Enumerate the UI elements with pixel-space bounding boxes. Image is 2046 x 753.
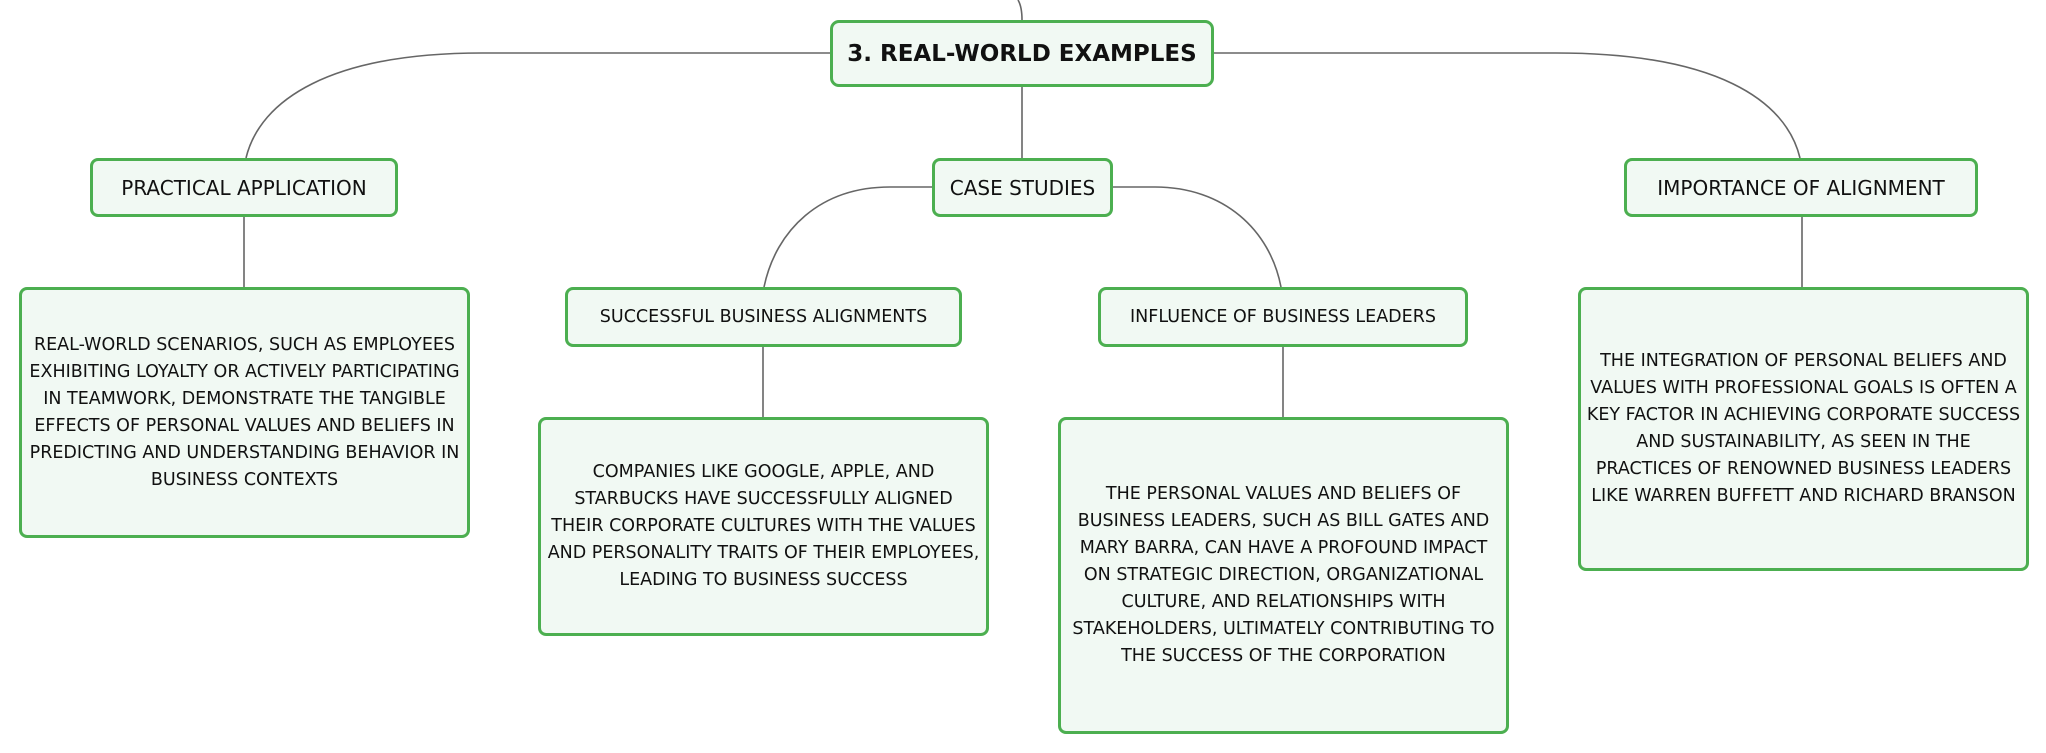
alignment-detail-text: THE INTEGRATION OF PERSONAL BELIEFS AND … — [1586, 351, 2021, 506]
subnode-successful-business-alignments[interactable]: SUCCESSFUL BUSINESS ALIGNMENTS — [565, 287, 962, 347]
root-label: 3. REAL-WORLD EXAMPLES — [847, 40, 1197, 67]
practical-detail-text: REAL-WORLD SCENARIOS, SUCH AS EMPLOYEES … — [29, 334, 460, 490]
branch-case-studies[interactable]: CASE STUDIES — [932, 158, 1113, 217]
connector-root-to-practical — [245, 52, 830, 159]
influence-label: INFLUENCE OF BUSINESS LEADERS — [1130, 307, 1436, 327]
branch-case-studies-label: CASE STUDIES — [949, 175, 1096, 200]
subnode-influence-of-business-leaders[interactable]: INFLUENCE OF BUSINESS LEADERS — [1098, 287, 1468, 347]
connector-case-to-influence — [1113, 186, 1282, 288]
connector-parent-to-root — [1017, 0, 1023, 21]
branch-practical-label: PRACTICAL APPLICATION — [121, 175, 367, 200]
branch-alignment-label: IMPORTANCE OF ALIGNMENT — [1657, 175, 1945, 200]
influence-detail-text: THE PERSONAL VALUES AND BELIEFS OF BUSIN… — [1072, 484, 1495, 666]
branch-practical-application[interactable]: PRACTICAL APPLICATION — [90, 158, 398, 217]
connector-case-to-successful — [763, 186, 932, 288]
successful-detail-text: COMPANIES LIKE GOOGLE, APPLE, AND STARBU… — [547, 462, 980, 590]
branch-importance-of-alignment[interactable]: IMPORTANCE OF ALIGNMENT — [1624, 158, 1978, 217]
detail-practical-application[interactable]: REAL-WORLD SCENARIOS, SUCH AS EMPLOYEES … — [19, 287, 470, 538]
connector-root-to-alignment — [1214, 52, 1801, 159]
root-node[interactable]: 3. REAL-WORLD EXAMPLES — [830, 20, 1214, 87]
detail-importance-of-alignment[interactable]: THE INTEGRATION OF PERSONAL BELIEFS AND … — [1578, 287, 2029, 571]
detail-influence-of-business-leaders[interactable]: THE PERSONAL VALUES AND BELIEFS OF BUSIN… — [1058, 417, 1509, 734]
detail-successful-business-alignments[interactable]: COMPANIES LIKE GOOGLE, APPLE, AND STARBU… — [538, 417, 989, 636]
successful-label: SUCCESSFUL BUSINESS ALIGNMENTS — [599, 307, 928, 327]
